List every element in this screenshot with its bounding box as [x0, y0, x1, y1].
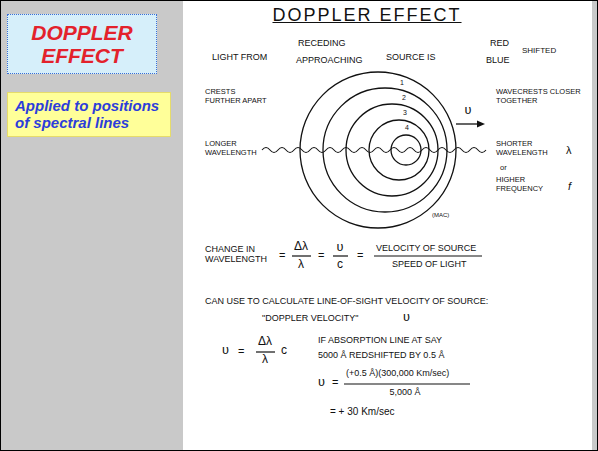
slide-heading: DOPPLER EFFECT: [18, 21, 146, 67]
wave-crest: [369, 120, 429, 180]
handwritten-title: DOPPLER EFFECT: [272, 5, 461, 26]
math-symbol: =: [357, 249, 363, 262]
math-symbol: ʋ: [222, 343, 229, 358]
note-text: CAN USE TO CALCULATE LINE-OF-SIGHT VELOC…: [205, 296, 488, 306]
math-symbol: =: [238, 345, 244, 358]
fraction-bar: [292, 255, 311, 256]
figure-label: SHORTER WAVELENGTH: [496, 140, 560, 157]
note-text: IF ABSORPTION LINE AT SAY: [318, 335, 442, 345]
math-symbol: Δλ: [258, 335, 272, 349]
figure-label: or: [500, 164, 507, 173]
equation-text: VELOCITY OF SOURCE: [376, 243, 476, 253]
fraction-bar: [344, 383, 470, 384]
note-text: SOURCE IS: [386, 52, 436, 62]
slide-note: Applied to positions of spectral lines: [15, 98, 163, 131]
figure-label: CRESTS FURTHER APART: [205, 88, 267, 105]
note-text: RECEDING: [298, 38, 346, 48]
math-symbol: =: [318, 249, 324, 262]
credit-text: (MAC): [432, 212, 449, 219]
figure-label: LONGER WAVELENGTH: [205, 140, 261, 157]
equation-text: CHANGE IN WAVELENGTH: [205, 244, 275, 265]
math-symbol: ʋ: [464, 103, 471, 118]
figure-label: WAVECRESTS CLOSER TOGETHER: [496, 88, 588, 105]
wave-crest: [346, 104, 438, 196]
math-symbol: λ: [298, 258, 304, 272]
math-symbol: ʋ: [336, 240, 343, 255]
note-text: APPROACHING: [296, 55, 363, 65]
wave-circles: [300, 72, 456, 228]
equation-text: SPEED OF LIGHT: [392, 259, 467, 269]
fraction-bar: [374, 255, 482, 256]
equation-text: 5,000 Å: [389, 387, 420, 397]
equation-text: = + 30 Km/sec: [330, 406, 394, 418]
callout-number: 3: [403, 109, 407, 117]
note-text: BLUE: [486, 55, 510, 65]
note-box: Applied to positions of spectral lines: [7, 92, 171, 137]
callout-number: 4: [405, 124, 409, 132]
math-symbol: =: [332, 376, 338, 389]
math-symbol: ʋ: [318, 375, 325, 390]
note-text: SHIFTED: [522, 46, 556, 55]
note-text: RED: [490, 38, 509, 48]
math-symbol: λ: [566, 144, 572, 157]
math-symbol: c: [337, 258, 343, 272]
title-box: DOPPLER EFFECT: [7, 14, 157, 74]
math-symbol: f: [568, 180, 571, 193]
math-symbol: Δλ: [294, 240, 308, 254]
fraction-bars: [256, 256, 482, 384]
figure-label: HIGHER FREQUENCY: [496, 176, 560, 193]
note-text: "DOPPLER VELOCITY": [262, 313, 358, 323]
light-wave: [262, 148, 486, 153]
velocity-arrow: [456, 123, 479, 124]
note-text: LIGHT FROM: [212, 52, 267, 62]
callout-number: 1: [400, 79, 404, 87]
math-symbol: =: [279, 249, 285, 262]
notes-panel: [183, 1, 592, 450]
math-symbol: λ: [262, 353, 268, 367]
velocity-arrowhead: [477, 121, 485, 128]
callout-number: 2: [402, 94, 406, 102]
wave-crest: [300, 72, 456, 228]
math-symbol: ʋ: [403, 310, 410, 325]
note-text: 5000 Å REDSHIFTED BY 0.5 Å: [318, 350, 444, 360]
fraction-bar: [333, 255, 348, 256]
equation-text: (+0.5 Å)(300,000 Km/sec): [346, 368, 449, 378]
math-symbol: c: [281, 344, 287, 358]
